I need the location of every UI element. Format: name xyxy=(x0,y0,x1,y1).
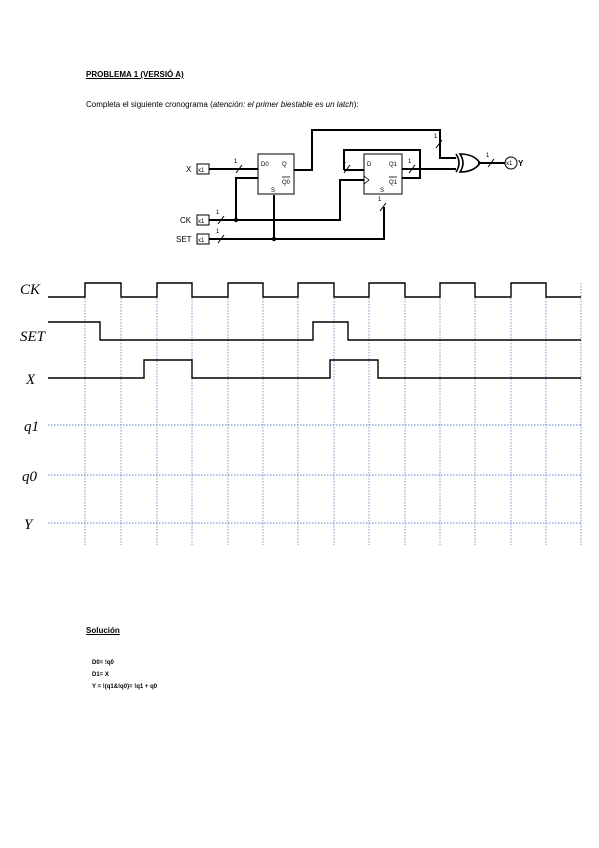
solution-line: D0= !q0 xyxy=(92,660,114,666)
bus-width-label: 1 xyxy=(216,229,220,235)
timing-guides xyxy=(48,424,581,524)
waveform-ck xyxy=(48,282,581,298)
input-box-label: x1 xyxy=(198,238,205,244)
latch-block xyxy=(257,153,295,195)
ff-pin-s: S xyxy=(380,188,384,194)
xor-gate-icon xyxy=(455,153,481,173)
wire-ff-feedback xyxy=(343,149,421,179)
instructions-suffix: ): xyxy=(353,100,359,109)
wire-q0-xor xyxy=(294,129,456,171)
latch-pin-qbar: Q0 xyxy=(282,180,291,186)
signal-label-ck: CK xyxy=(20,282,41,298)
flipflop-block xyxy=(363,153,403,195)
output-label-y: Y xyxy=(518,159,524,168)
timing-diagram: CK SET X q1 q0 Y xyxy=(20,282,582,545)
input-box-label: x1 xyxy=(198,168,205,174)
wire-ck-ff xyxy=(236,179,364,221)
bus-width-label: 1 xyxy=(434,134,438,140)
bus-slash xyxy=(435,139,443,149)
latch-pin-s: S xyxy=(271,188,275,194)
latch-pin-q: Q xyxy=(282,162,287,168)
wire-ck-latch xyxy=(209,177,258,221)
bus-slash xyxy=(343,164,351,174)
bus-slash xyxy=(379,202,387,212)
instructions-note: atención: el primer biestable es un latc… xyxy=(212,100,354,109)
waveform-x xyxy=(48,359,581,379)
instructions-prefix: Completa el siguiente cronograma ( xyxy=(86,100,213,109)
bus-width-label: 1 xyxy=(408,159,412,165)
output-probe-icon xyxy=(504,156,518,170)
output-box-label: x1 xyxy=(506,161,513,167)
bus-slash xyxy=(217,234,225,244)
ff-pin-d: D xyxy=(367,162,372,168)
ff-pin-qbar: Q1 xyxy=(389,180,398,186)
bus-width-label: 1 xyxy=(378,197,382,203)
solution-line: Y = !(q1&!q0)= !q1 + q0 xyxy=(92,684,158,690)
input-box-ck xyxy=(196,214,210,226)
problem-title: PROBLEMA 1 (VERSIÓ A) xyxy=(86,70,184,79)
input-box-label: x1 xyxy=(198,219,205,225)
signal-label-y: Y xyxy=(24,517,34,533)
clock-edge-icon xyxy=(363,175,370,185)
signal-label-q1: q1 xyxy=(24,419,39,435)
bus-slash xyxy=(408,164,416,174)
circuit-diagram: 1 1 1 1 1 1 1 1 D0 Q Q0 S D Q1 Q1 S x1 x… xyxy=(176,129,524,245)
input-box-x xyxy=(196,163,210,175)
signal-label-q0: q0 xyxy=(22,469,38,485)
problem-instructions: Completa el siguiente cronograma (atenci… xyxy=(86,100,359,109)
input-label-set: SET xyxy=(176,235,192,244)
bus-slash xyxy=(235,164,243,174)
bus-slash xyxy=(217,215,225,225)
junction-dot xyxy=(233,217,239,223)
bus-width-label: 1 xyxy=(216,210,220,216)
waveform-set xyxy=(48,321,581,341)
signal-label-set: SET xyxy=(20,329,47,345)
solution-title: Solución xyxy=(86,626,120,635)
ff-pin-q: Q1 xyxy=(389,162,398,168)
latch-pin-d: D0 xyxy=(261,162,269,168)
bus-width-label: 1 xyxy=(486,153,490,159)
wire-set-ff xyxy=(209,207,385,240)
input-label-x: X xyxy=(186,165,192,174)
input-box-set xyxy=(196,233,210,245)
bus-width-label: 1 xyxy=(343,159,347,165)
solution-line: D1= X xyxy=(92,672,109,678)
junction-dot xyxy=(271,236,277,242)
bus-width-label: 1 xyxy=(234,159,238,165)
input-label-ck: CK xyxy=(180,216,192,225)
bus-slash xyxy=(487,158,495,168)
signal-label-x: X xyxy=(25,372,36,388)
